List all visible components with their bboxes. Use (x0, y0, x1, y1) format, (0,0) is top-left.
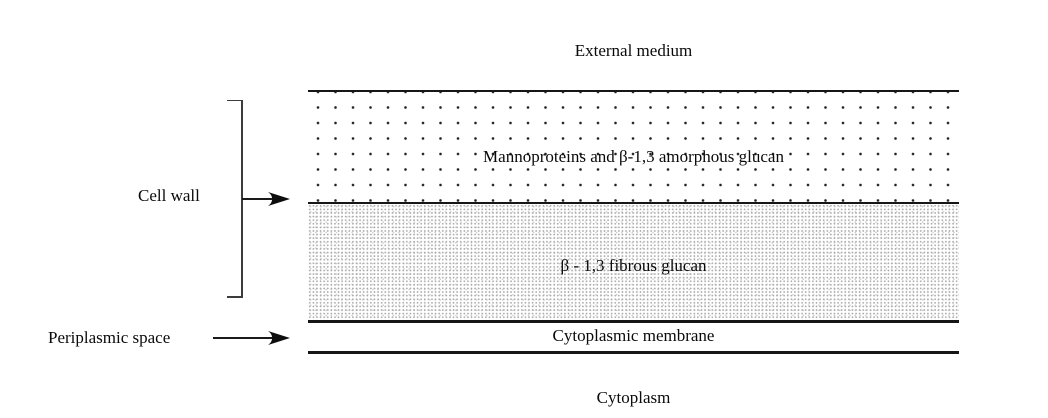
mannoprotein-amorphous-glucan-layer (308, 92, 959, 202)
fibrous-glucan-layer (308, 204, 959, 320)
right-arrowhead-icon (268, 192, 290, 206)
fibrous-glucan-label: β - 1,3 fibrous glucan (560, 256, 707, 275)
bracket-top-tick (227, 99, 242, 101)
cell-wall-outer-line (308, 90, 959, 92)
cell-wall-label: Cell wall (138, 186, 200, 205)
cytoplasm-label: Cytoplasm (596, 388, 671, 407)
bracket-vertical-line (241, 99, 243, 298)
right-arrowhead-icon (268, 331, 290, 345)
cytoplasmic-membrane-label: Cytoplasmic membrane (552, 326, 715, 345)
membrane-bottom-line (308, 351, 959, 354)
external-medium-label: External medium (574, 41, 693, 60)
mannoprotein-amorphous-glucan-label: Mannoproteins and β-1,3 amorphous glucan (483, 147, 784, 166)
membrane-top-line (308, 320, 959, 323)
bracket-bottom-tick (227, 296, 242, 298)
glucan-boundary-line (308, 202, 959, 204)
periplasmic-arrow-shaft (213, 337, 274, 339)
cell-wall-arrow-shaft (242, 198, 274, 200)
periplasmic-space-label: Periplasmic space (48, 328, 171, 347)
